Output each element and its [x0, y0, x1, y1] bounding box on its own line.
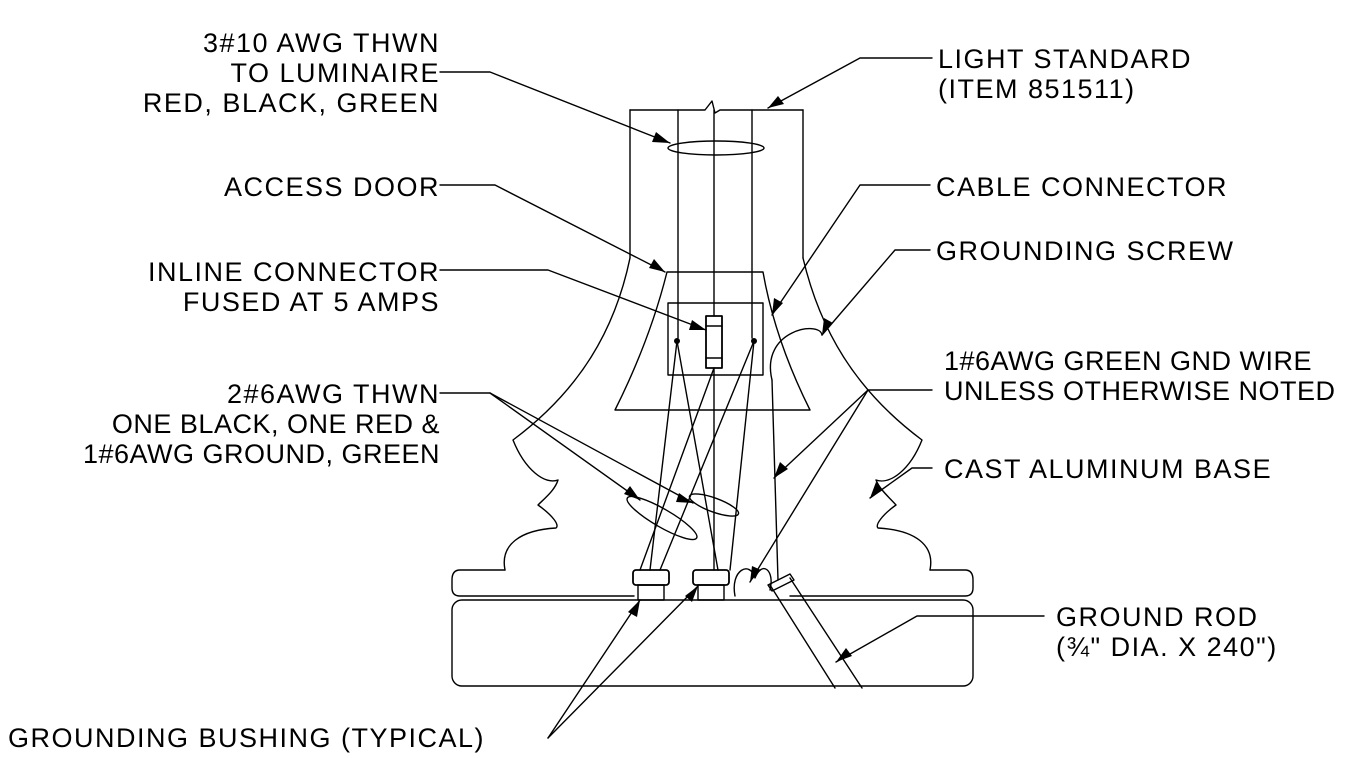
- label-grounding-bushing: GROUNDING BUSHING (TYPICAL): [8, 723, 485, 753]
- grounding-bushing-left: [632, 569, 670, 586]
- cast-aluminum-base-outline: [451, 257, 974, 687]
- inline-fuse-connector: [705, 315, 723, 369]
- light-standard-pole: [629, 100, 804, 259]
- label-gnd-wire-line2: UNLESS OTHERWISE NOTED: [944, 376, 1336, 406]
- label-ground-rod-line2: (¾" DIA. X 240"): [1056, 632, 1278, 662]
- label-thwn-line3: 1#6AWG GROUND, GREEN: [83, 439, 440, 469]
- leader-lines: [439, 57, 1045, 739]
- label-thwn-line1: 2#6AWG THWN: [227, 379, 440, 409]
- label-thwn-line2: ONE BLACK, ONE RED &: [112, 409, 440, 439]
- cable-connector-box: [667, 302, 764, 376]
- label-wire-to-luminaire-line1: 3#10 AWG THWN: [203, 28, 440, 58]
- label-inline-connector-line2: FUSED AT 5 AMPS: [183, 287, 440, 317]
- leader-arrowheads: [624, 96, 883, 662]
- label-grounding-screw: GROUNDING SCREW: [936, 236, 1235, 266]
- label-cast-aluminum-base: CAST ALUMINUM BASE: [944, 454, 1272, 484]
- labels: 3#10 AWG THWN TO LUMINAIRE RED, BLACK, G…: [8, 28, 1336, 753]
- grounding-bushing-right: [692, 569, 730, 586]
- label-access-door: ACCESS DOOR: [224, 172, 440, 202]
- label-light-standard-line1: LIGHT STANDARD: [938, 44, 1192, 74]
- label-wire-to-luminaire-line2: TO LUMINAIRE: [230, 58, 440, 88]
- label-inline-connector-line1: INLINE CONNECTOR: [148, 257, 440, 287]
- label-cable-connector: CABLE CONNECTOR: [936, 172, 1228, 202]
- ground-rod: [767, 573, 863, 689]
- label-wire-to-luminaire-line3: RED, BLACK, GREEN: [143, 88, 440, 118]
- grounding-bushings: [632, 569, 730, 601]
- label-ground-rod-line1: GROUND ROD: [1056, 602, 1259, 632]
- conductor-wires: [626, 109, 823, 597]
- label-gnd-wire-line1: 1#6AWG GREEN GND WIRE: [944, 346, 1312, 376]
- label-light-standard-line2: (ITEM 851511): [938, 74, 1136, 104]
